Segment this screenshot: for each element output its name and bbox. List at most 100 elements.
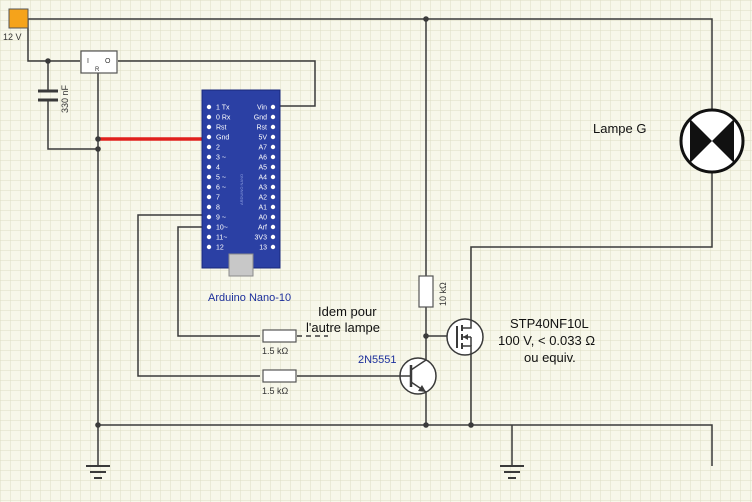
arduino-pin-left-label: 6 ~ <box>216 185 226 192</box>
wire-12v-to-regulator <box>27 19 80 62</box>
transistor-emitter-arrow <box>418 385 426 392</box>
arduino-pin-right[interactable] <box>270 154 276 160</box>
arduino-pin-right[interactable] <box>270 184 276 190</box>
arduino-pin-left-label: 7 <box>216 195 220 202</box>
mosfet-label-line-2: 100 V, < 0.033 Ω <box>498 333 595 348</box>
lamp[interactable]: Lampe G <box>593 108 745 174</box>
arduino-pin-right[interactable] <box>270 114 276 120</box>
arduino-pin-left-label: 4 <box>216 165 220 172</box>
wire-pin9 <box>137 214 260 377</box>
mosfet-label-line-1: STP40NF10L <box>510 316 589 331</box>
resistor-base-2-label: 1.5 kΩ <box>262 386 289 396</box>
note-line-2: l'autre lampe <box>306 320 380 335</box>
lamp-cross-right <box>712 119 734 163</box>
voltage-regulator[interactable]: I O R <box>80 50 118 74</box>
arduino-pin-left-label: 1 Tx <box>216 105 230 112</box>
resistor-base-2[interactable]: 1.5 kΩ <box>262 369 297 396</box>
arduino-pin-left-label: 9 ~ <box>216 215 226 222</box>
arduino-board <box>201 89 281 269</box>
arduino-pin-left[interactable] <box>206 154 212 160</box>
arduino-pin-left[interactable] <box>206 134 212 140</box>
arduino-pin-right-label: A7 <box>258 145 267 152</box>
arduino-pin-right[interactable] <box>270 194 276 200</box>
regulator-pin-in: I <box>87 58 89 65</box>
arduino-pin-left[interactable] <box>206 104 212 110</box>
arduino-pin-left[interactable] <box>206 224 212 230</box>
wire-12v-rail <box>18 18 713 110</box>
junction <box>423 333 429 339</box>
junction <box>95 422 101 428</box>
wires <box>18 18 713 466</box>
arduino-pin-left-label: Rst <box>216 125 227 132</box>
junction <box>423 422 429 428</box>
arduino-pin-right-label: A6 <box>258 155 267 162</box>
note-line-1: Idem pour <box>318 304 377 319</box>
arduino-pin-left[interactable] <box>206 234 212 240</box>
arduino-pin-left[interactable] <box>206 184 212 190</box>
arduino-pin-right-label: A4 <box>258 175 267 182</box>
resistor-gate-10k[interactable]: 10 kΩ <box>418 275 448 308</box>
mosfet-drain-lead <box>462 318 472 329</box>
capacitor[interactable]: 330 nF <box>38 84 70 113</box>
arduino-pin-left-label: 12 <box>216 245 224 252</box>
resistor-base-1-label: 1.5 kΩ <box>262 346 289 356</box>
arduino-usb-port <box>228 253 254 277</box>
arduino-pin-right[interactable] <box>270 204 276 210</box>
arduino-pin-right[interactable] <box>270 234 276 240</box>
resistor-base-1[interactable]: 1.5 kΩ <box>262 329 297 356</box>
arduino-pin-right-label: Vin <box>257 105 267 112</box>
arduino-pin-left[interactable] <box>206 244 212 250</box>
wire-cap-bottom <box>47 101 98 150</box>
wire-drain-lamp <box>470 173 713 318</box>
arduino-pin-left[interactable] <box>206 144 212 150</box>
junction <box>423 16 429 22</box>
mosfet-arrow <box>463 334 468 340</box>
arduino-pin-right[interactable] <box>270 124 276 130</box>
junction <box>45 58 51 64</box>
lamp-cross-left <box>690 119 712 163</box>
arduino-pin-left[interactable] <box>206 194 212 200</box>
mosfet-stp40nf10l[interactable]: STP40NF10L 100 V, < 0.033 Ω ou equiv. <box>446 316 595 365</box>
arduino-silkscreen: ARDUINO NANO <box>239 174 244 205</box>
capacitor-label: 330 nF <box>60 84 70 113</box>
arduino-pin-left-label: 2 <box>216 145 220 152</box>
regulator-body <box>80 50 118 74</box>
junction <box>95 146 101 152</box>
transistor-collector <box>410 359 427 371</box>
arduino-pin-right-label: 13 <box>259 245 267 252</box>
arduino-pin-left[interactable] <box>206 214 212 220</box>
arduino-pin-left-label: 10~ <box>216 225 228 232</box>
lamp-label: Lampe G <box>593 121 646 136</box>
arduino-pin-right[interactable] <box>270 244 276 250</box>
arduino-pin-left[interactable] <box>206 204 212 210</box>
arduino-pin-right[interactable] <box>270 104 276 110</box>
arduino-pin-left[interactable] <box>206 164 212 170</box>
transistor-label: 2N5551 <box>358 354 397 366</box>
supply-label: 12 V <box>3 32 22 42</box>
supply-terminal[interactable]: 12 V <box>3 8 29 42</box>
wire-ground-bus <box>98 424 713 466</box>
arduino-pin-left-label: 5 ~ <box>216 175 226 182</box>
arduino-pin-right-label: Arf <box>258 225 267 232</box>
mosfet-label-line-3: ou equiv. <box>524 350 576 365</box>
arduino-pin-right-label: A0 <box>258 215 267 222</box>
arduino-pin-right[interactable] <box>270 134 276 140</box>
arduino-pin-left[interactable] <box>206 124 212 130</box>
arduino-pin-right[interactable] <box>270 144 276 150</box>
arduino-pin-left-label: 0 Rx <box>216 115 231 122</box>
arduino-pin-right[interactable] <box>270 174 276 180</box>
arduino-pin-right[interactable] <box>270 224 276 230</box>
regulator-pin-ref: R <box>95 67 100 73</box>
arduino-pin-right[interactable] <box>270 214 276 220</box>
junction <box>468 422 474 428</box>
arduino-pin-left[interactable] <box>206 174 212 180</box>
arduino-pin-right-label: 5V <box>258 135 267 142</box>
transistor-2n5551[interactable]: 2N5551 <box>358 354 437 395</box>
arduino-pin-right[interactable] <box>270 164 276 170</box>
wire-pin10 <box>177 226 260 337</box>
arduino-pin-left[interactable] <box>206 114 212 120</box>
